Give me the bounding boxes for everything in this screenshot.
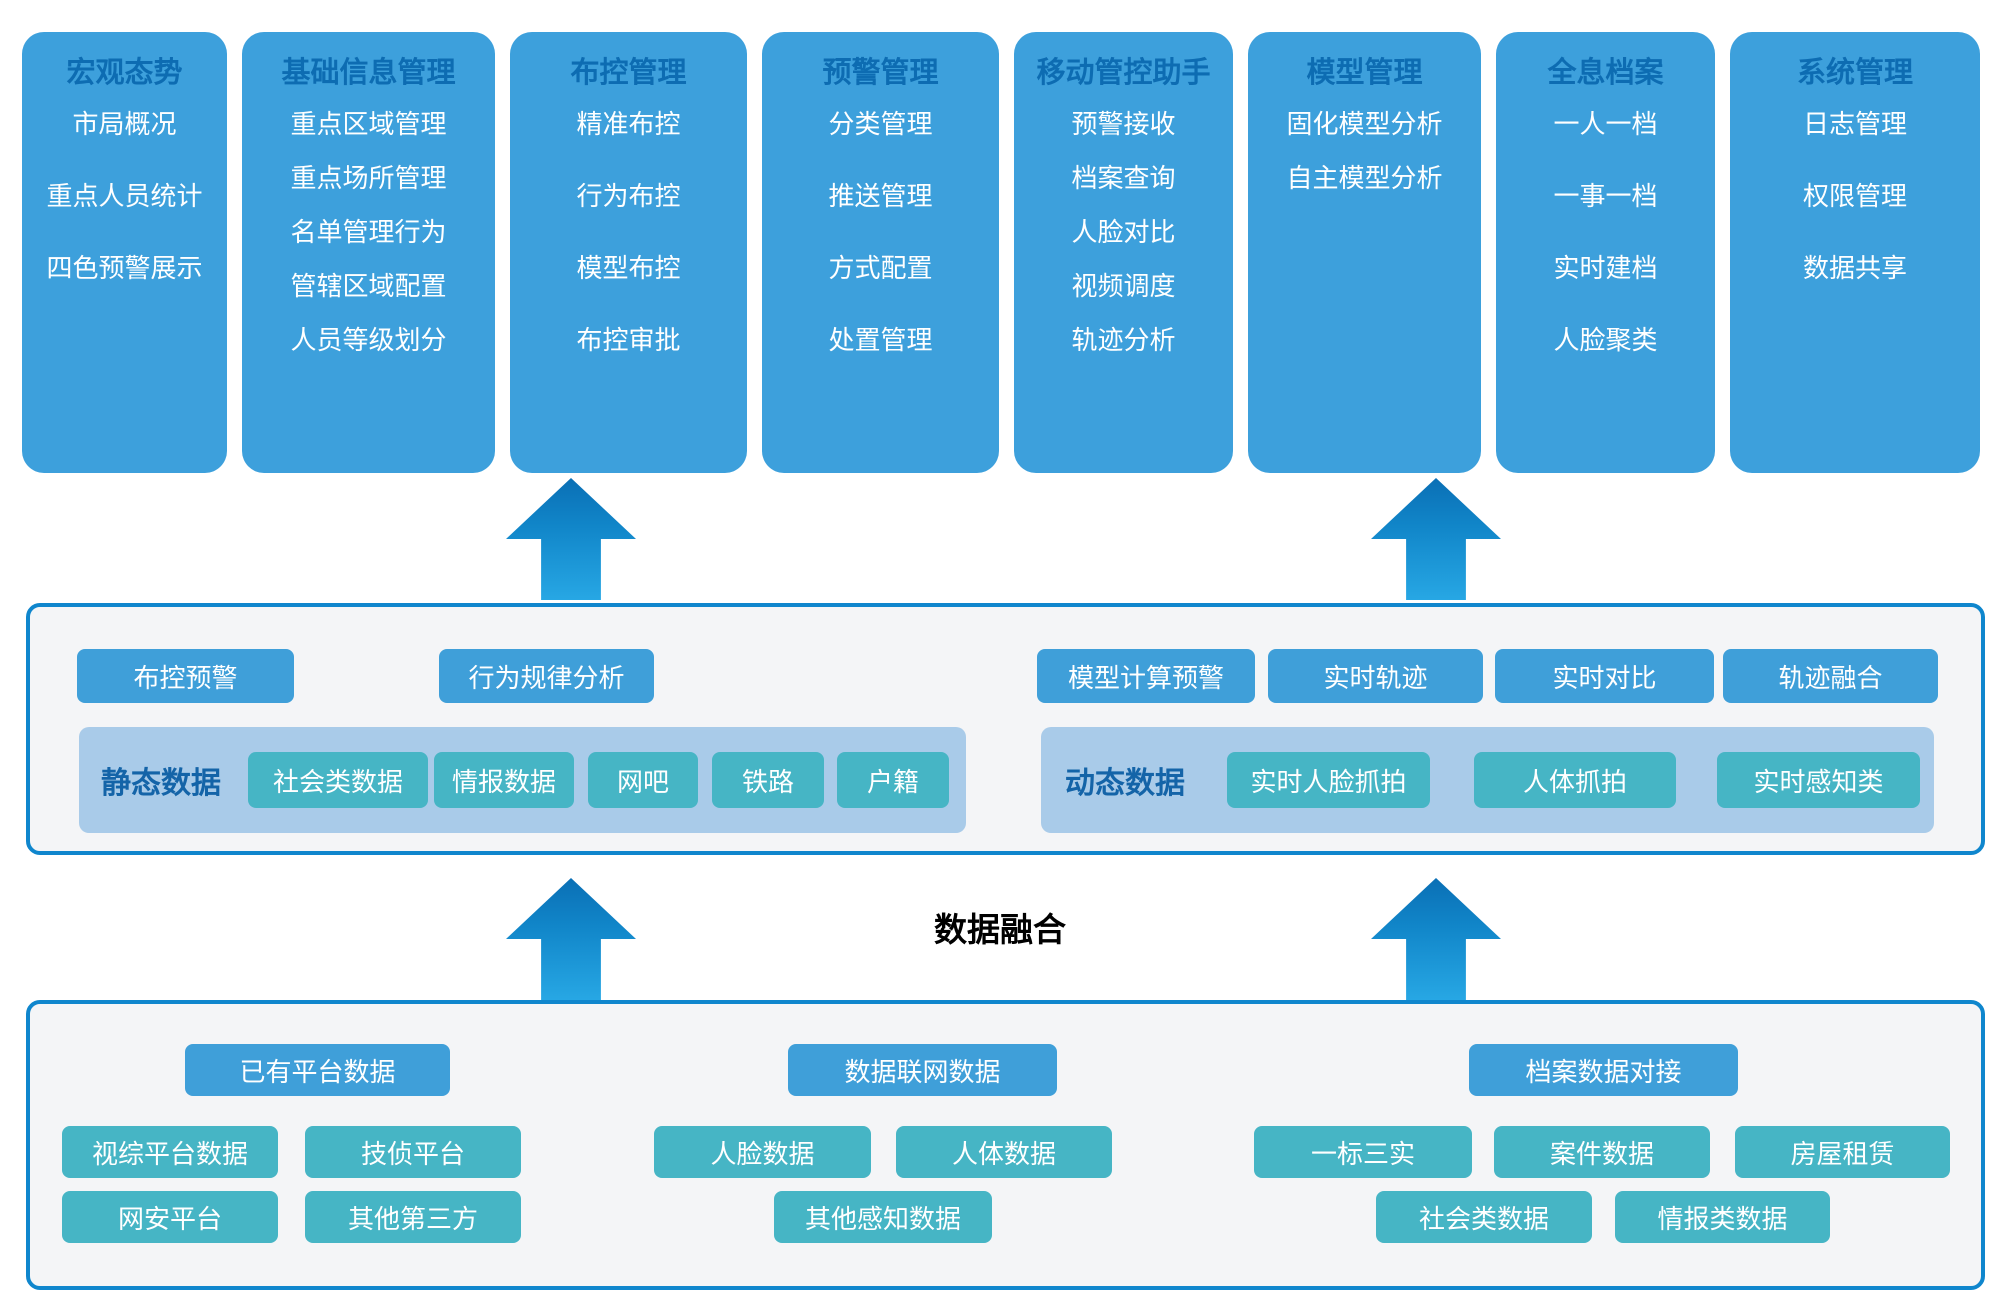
data-source-chip: 社会类数据 [1376,1191,1592,1243]
card-title: 预警管理 [822,57,939,89]
data-source-chip: 实时感知类 [1717,752,1920,808]
card-item-label: 一人一档 [1553,109,1658,139]
module-card-system-mgmt: 系统管理 日志管理权限管理数据共享 [1730,32,1980,473]
static-data-label: 静态数据 [101,767,221,800]
card-item-label: 档案查询 [1071,163,1176,193]
card-item-label: 模型布控 [576,253,681,283]
data-source-chip: 案件数据 [1494,1126,1710,1178]
card-item-label: 数据共享 [1802,253,1907,283]
up-arrow-icon [506,878,636,1000]
data-source-chip: 人脸数据 [654,1126,871,1178]
module-cards-row: 宏观态势 市局概况重点人员统计四色预警展示 基础信息管理 重点区域管理重点场所管… [22,32,1980,473]
card-item-label: 轨迹分析 [1071,325,1176,355]
card-item-label: 精准布控 [576,109,681,139]
up-arrow-icon [1371,878,1501,1000]
card-items: 预警接收档案查询人脸对比视频调度轨迹分析 [1071,110,1175,380]
card-items: 固化模型分析自主模型分析 [1286,110,1442,218]
card-item-label: 推送管理 [828,181,933,211]
analysis-button: 模型计算预警 [1037,649,1255,703]
data-source-chip: 情报数据 [434,752,574,808]
card-item-label: 四色预警展示 [46,253,203,283]
card-item-label: 人脸对比 [1071,217,1176,247]
data-source-chip: 技侦平台 [305,1126,521,1178]
up-arrow-icon [506,478,636,600]
card-item-label: 市局概况 [72,109,177,139]
data-group-header: 已有平台数据 [185,1044,450,1096]
card-items: 重点区域管理重点场所管理名单管理行为管辖区域配置人员等级划分 [290,110,446,380]
analysis-layer-panel: 布控预警 行为规律分析 模型计算预警 实时轨迹 实时对比 轨迹融合 静态数据 社… [26,603,1985,855]
static-data-band: 静态数据 社会类数据 情报数据 网吧 铁路 户籍 [79,727,966,833]
card-item-label: 重点场所管理 [290,163,447,193]
data-source-chip: 房屋租赁 [1735,1126,1950,1178]
card-title: 系统管理 [1796,57,1913,89]
card-title: 基础信息管理 [281,57,456,89]
data-group-header: 档案数据对接 [1469,1044,1738,1096]
data-source-chip: 其他第三方 [305,1191,521,1243]
data-source-chip: 其他感知数据 [774,1191,992,1243]
data-source-chip: 户籍 [837,752,949,808]
module-card-holographic-archive: 全息档案 一人一档一事一档实时建档人脸聚类 [1496,32,1715,473]
card-item-label: 人脸聚类 [1553,325,1658,355]
card-items: 分类管理推送管理方式配置处置管理 [828,110,932,398]
card-title: 宏观态势 [66,57,183,89]
card-item-label: 权限管理 [1802,181,1907,211]
module-card-macro-situation: 宏观态势 市局概况重点人员统计四色预警展示 [22,32,227,473]
card-item-label: 人员等级划分 [290,325,447,355]
module-card-model-mgmt: 模型管理 固化模型分析自主模型分析 [1248,32,1481,473]
dynamic-data-label: 动态数据 [1065,767,1185,800]
data-source-chip: 情报类数据 [1615,1191,1830,1243]
card-item-label: 处置管理 [828,325,933,355]
card-item-label: 管辖区域配置 [290,271,447,301]
card-items: 市局概况重点人员统计四色预警展示 [46,110,202,326]
card-items: 精准布控行为布控模型布控布控审批 [576,110,680,398]
card-item-label: 视频调度 [1071,271,1176,301]
data-source-chip: 人体抓拍 [1474,752,1676,808]
analysis-button: 轨迹融合 [1723,649,1938,703]
card-title: 布控管理 [570,57,687,89]
module-card-surveillance-mgmt: 布控管理 精准布控行为布控模型布控布控审批 [510,32,747,473]
analysis-button: 实时对比 [1495,649,1714,703]
data-source-chip: 视综平台数据 [62,1126,278,1178]
card-item-label: 实时建档 [1553,253,1658,283]
card-item-label: 固化模型分析 [1286,109,1443,139]
card-item-label: 布控审批 [576,325,681,355]
card-item-label: 重点区域管理 [290,109,447,139]
data-source-chip: 人体数据 [896,1126,1112,1178]
card-item-label: 方式配置 [828,253,933,283]
analysis-button: 布控预警 [77,649,294,703]
data-source-chip: 实时人脸抓拍 [1227,752,1430,808]
card-item-label: 重点人员统计 [46,181,203,211]
analysis-button: 行为规律分析 [439,649,654,703]
data-source-chip: 网吧 [588,752,698,808]
card-items: 日志管理权限管理数据共享 [1803,110,1907,326]
module-card-basic-info: 基础信息管理 重点区域管理重点场所管理名单管理行为管辖区域配置人员等级划分 [242,32,495,473]
data-source-chip: 铁路 [712,752,824,808]
card-item-label: 自主模型分析 [1286,163,1443,193]
analysis-button: 实时轨迹 [1268,649,1483,703]
data-fusion-label: 数据融合 [934,911,1066,948]
card-item-label: 名单管理行为 [290,217,447,247]
data-source-chip: 一标三实 [1254,1126,1472,1178]
card-item-label: 分类管理 [828,109,933,139]
card-title: 移动管控助手 [1036,57,1211,89]
module-card-alert-mgmt: 预警管理 分类管理推送管理方式配置处置管理 [762,32,999,473]
module-card-mobile-assistant: 移动管控助手 预警接收档案查询人脸对比视频调度轨迹分析 [1014,32,1233,473]
data-source-layer-panel: 已有平台数据 视综平台数据 技侦平台 网安平台 其他第三方 数据联网数据 人脸数… [26,1000,1985,1290]
card-title: 全息档案 [1547,57,1664,89]
data-source-chip: 社会类数据 [248,752,428,808]
card-title: 模型管理 [1306,57,1423,89]
card-item-label: 日志管理 [1802,109,1907,139]
card-item-label: 预警接收 [1071,109,1176,139]
dynamic-data-band: 动态数据 实时人脸抓拍 人体抓拍 实时感知类 [1041,727,1934,833]
up-arrow-icon [1371,478,1501,600]
card-item-label: 一事一档 [1553,181,1658,211]
data-group-header: 数据联网数据 [788,1044,1057,1096]
card-item-label: 行为布控 [576,181,681,211]
card-items: 一人一档一事一档实时建档人脸聚类 [1553,110,1657,398]
data-source-chip: 网安平台 [62,1191,278,1243]
